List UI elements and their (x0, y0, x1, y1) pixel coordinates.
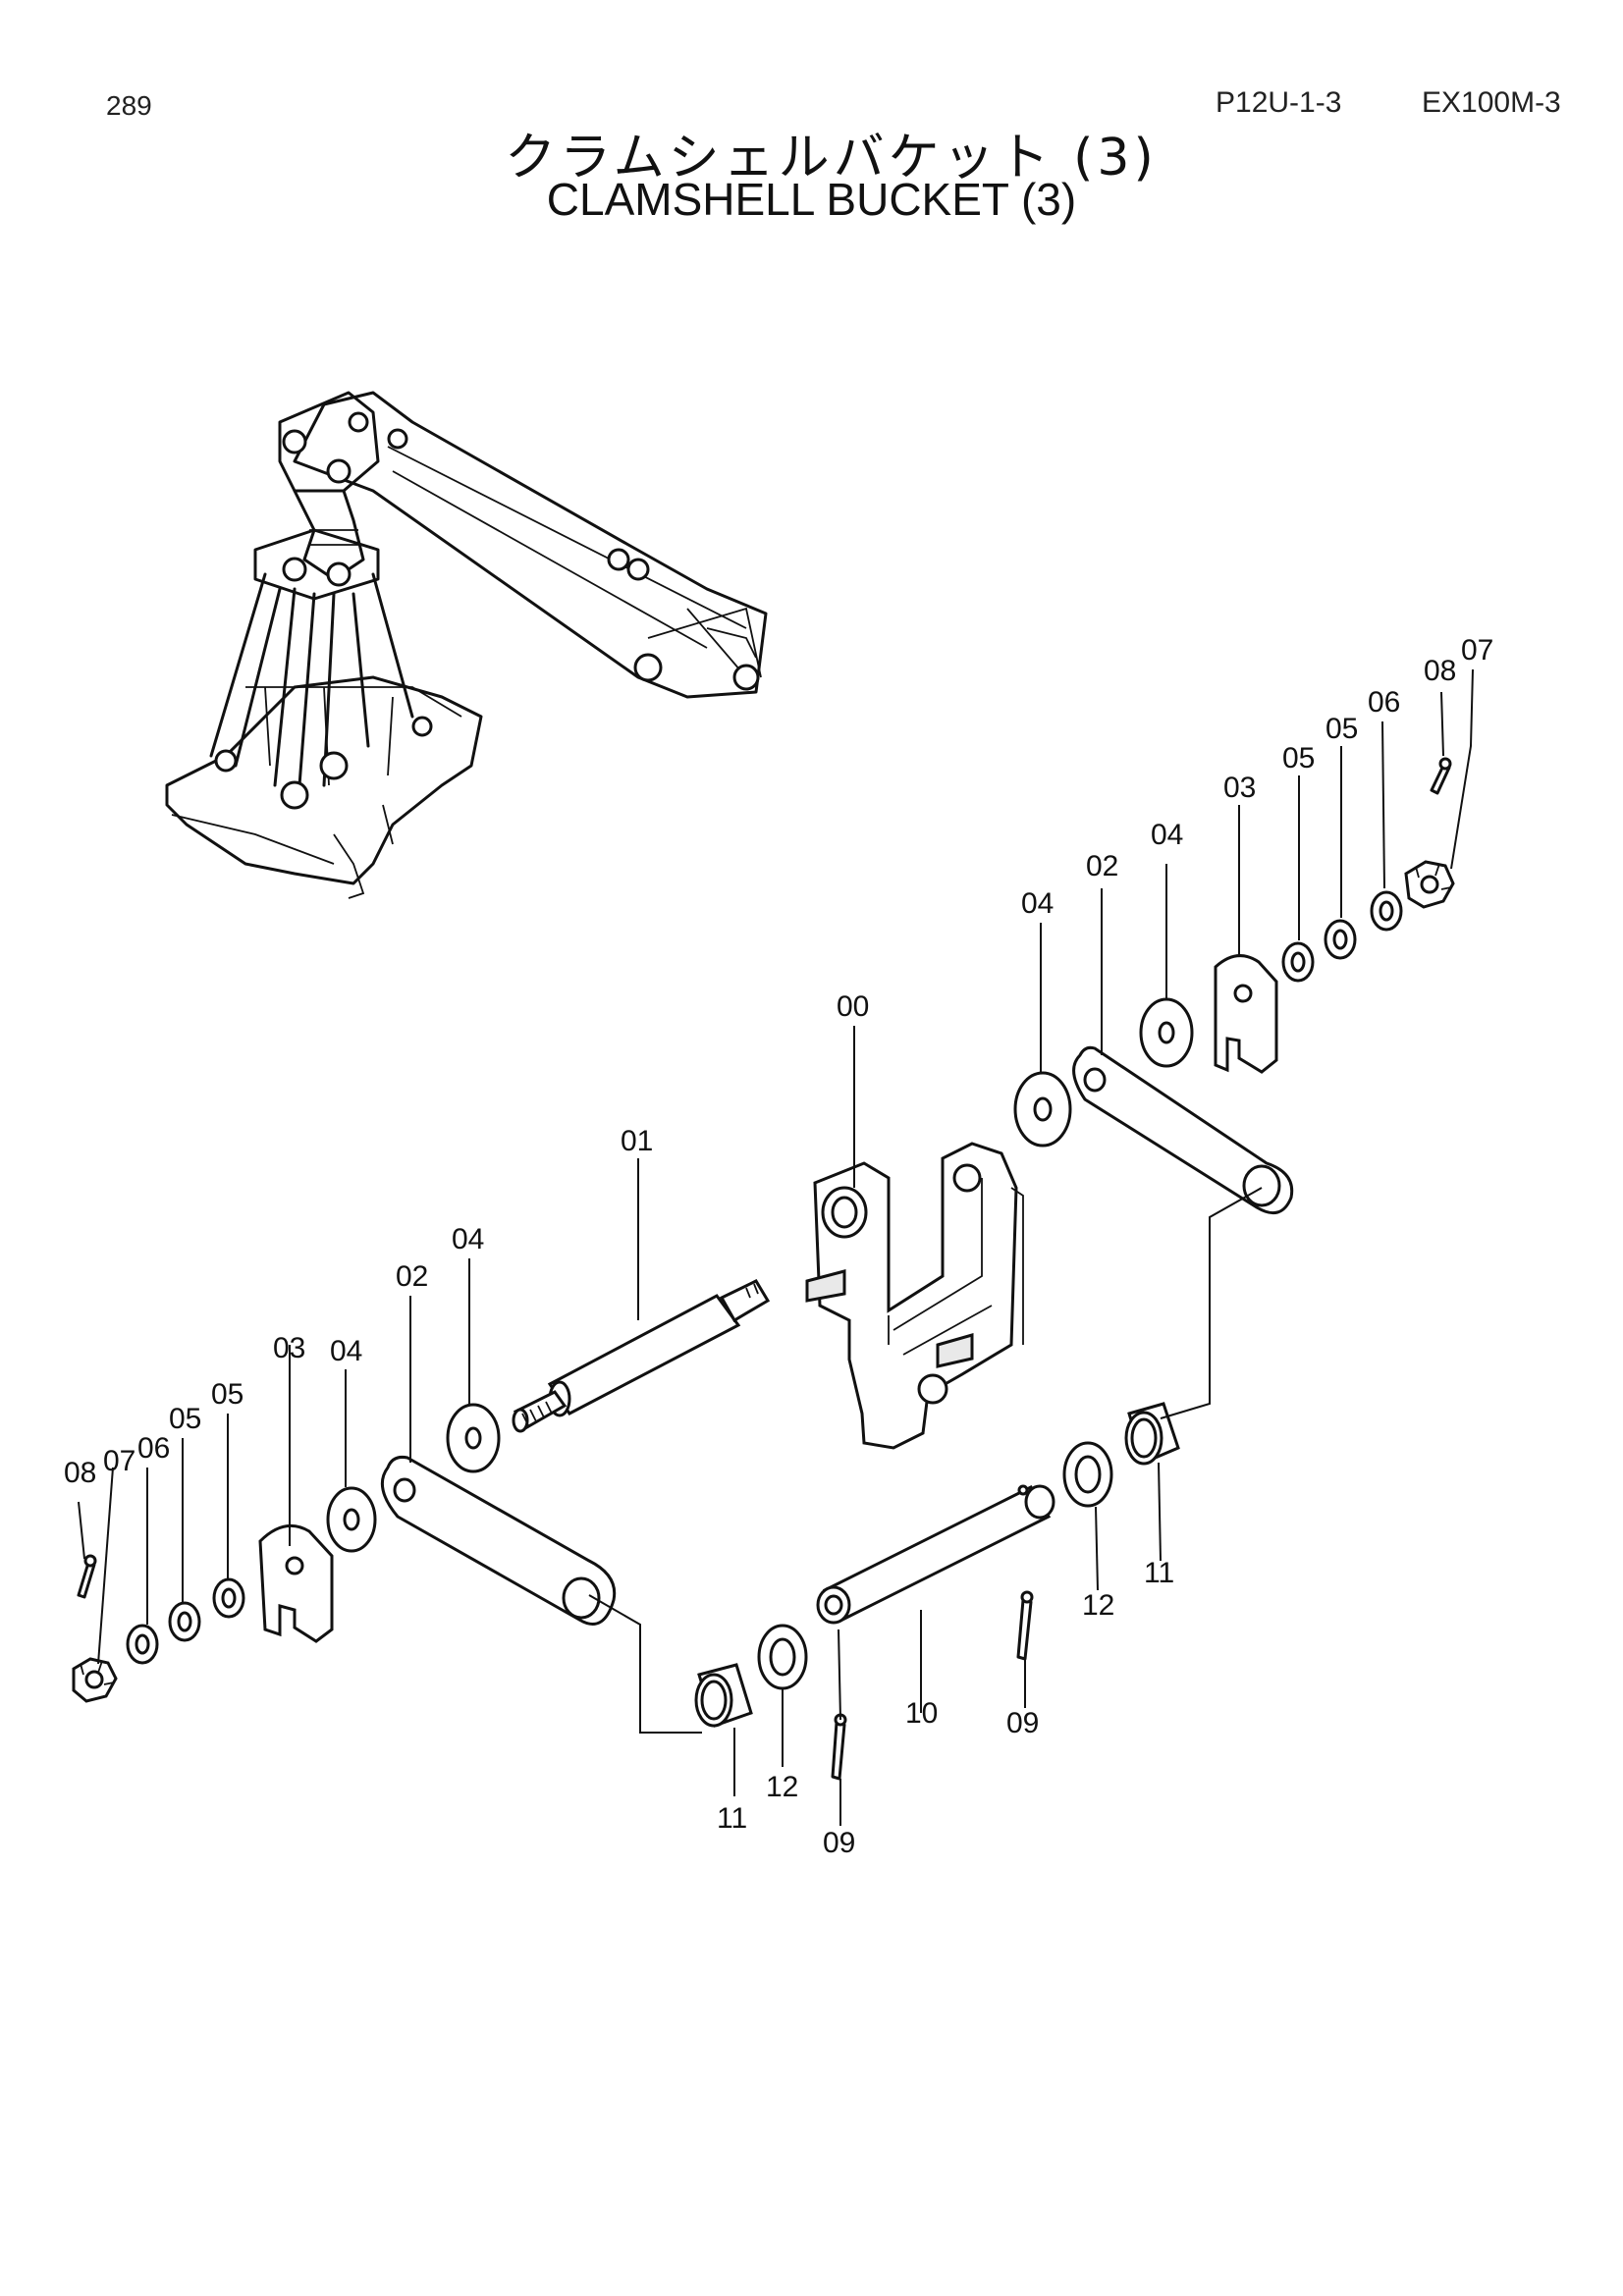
washer-05-right-a (1281, 941, 1315, 983)
callout-08-right: 08 (1424, 655, 1456, 687)
callout-07-right: 07 (1461, 634, 1493, 667)
callout-08-left: 08 (64, 1457, 96, 1489)
shim-04-right-b (1139, 997, 1194, 1068)
callout-03-right: 03 (1223, 772, 1256, 804)
washer-06-right (1370, 890, 1403, 932)
callout-05-left-a: 05 (169, 1403, 201, 1435)
cotter-pin-09-right (1016, 1590, 1034, 1661)
callout-05-right-b: 05 (1325, 713, 1358, 745)
bushing-11-left (694, 1663, 753, 1728)
callout-05-right-a: 05 (1282, 742, 1315, 774)
shim-04-left-a (326, 1486, 377, 1553)
callout-11-right: 11 (1144, 1557, 1174, 1589)
clamshell-bucket-overview-illustration (165, 391, 768, 899)
callout-10: 10 (905, 1697, 938, 1730)
callout-06-left: 06 (137, 1432, 170, 1465)
link-plate-02-left (380, 1456, 617, 1626)
callout-12-right: 12 (1082, 1589, 1114, 1622)
pin-01 (512, 1279, 771, 1433)
castle-nut-right (1404, 860, 1455, 909)
link-plate-02-right (1072, 1045, 1294, 1215)
callout-06-right: 06 (1368, 686, 1400, 719)
callout-03-left: 03 (273, 1332, 305, 1364)
callout-04-right-b: 04 (1151, 819, 1183, 851)
callout-02-right: 02 (1086, 850, 1118, 882)
callout-01: 01 (621, 1125, 653, 1157)
leader-lines (78, 668, 1474, 1826)
title-japanese: クラムシェルバケット (3) (505, 129, 1158, 187)
bushing-11-right (1124, 1402, 1180, 1466)
callout-05-left-b: 05 (211, 1378, 243, 1411)
title-english: CLAMSHELL BUCKET (3) (546, 174, 1077, 225)
callout-04-right-a: 04 (1021, 887, 1054, 920)
callout-09-right: 09 (1006, 1707, 1039, 1739)
cotter-pin-right (1430, 757, 1452, 795)
callout-04-left-b: 04 (452, 1223, 484, 1255)
catalog-code: P12U-1-3 (1216, 86, 1342, 119)
page-number: 289 (106, 90, 152, 121)
callout-labels: 07 08 06 05 05 03 04 02 04 00 01 04 02 0… (64, 634, 1493, 1859)
bracket-00 (805, 1142, 1024, 1450)
callout-02-left: 02 (396, 1260, 428, 1293)
model-code: EX100M-3 (1422, 86, 1561, 119)
callout-04-left-a: 04 (330, 1335, 362, 1367)
callout-12-left: 12 (766, 1771, 798, 1803)
castle-nut-left (72, 1657, 118, 1703)
washer-06-left (126, 1624, 159, 1665)
washer-05-right-b (1324, 919, 1357, 960)
washer-05-left-a (168, 1601, 201, 1642)
lock-plate-03-right (1214, 954, 1278, 1074)
callout-09-left: 09 (823, 1827, 855, 1859)
pin-10 (816, 1484, 1055, 1625)
washer-05-left-b (212, 1577, 245, 1619)
shim-04-right-a (1013, 1071, 1072, 1148)
washer-12-left (757, 1624, 808, 1690)
cotter-pin-09-left (831, 1713, 847, 1781)
callout-00: 00 (837, 990, 869, 1023)
callout-11-left: 11 (717, 1802, 747, 1835)
washer-12-right (1062, 1441, 1113, 1508)
callout-07-left: 07 (103, 1445, 135, 1477)
shim-04-left-b (446, 1403, 501, 1473)
lock-plate-03-left (258, 1523, 334, 1643)
cotter-pin-left (77, 1554, 97, 1599)
